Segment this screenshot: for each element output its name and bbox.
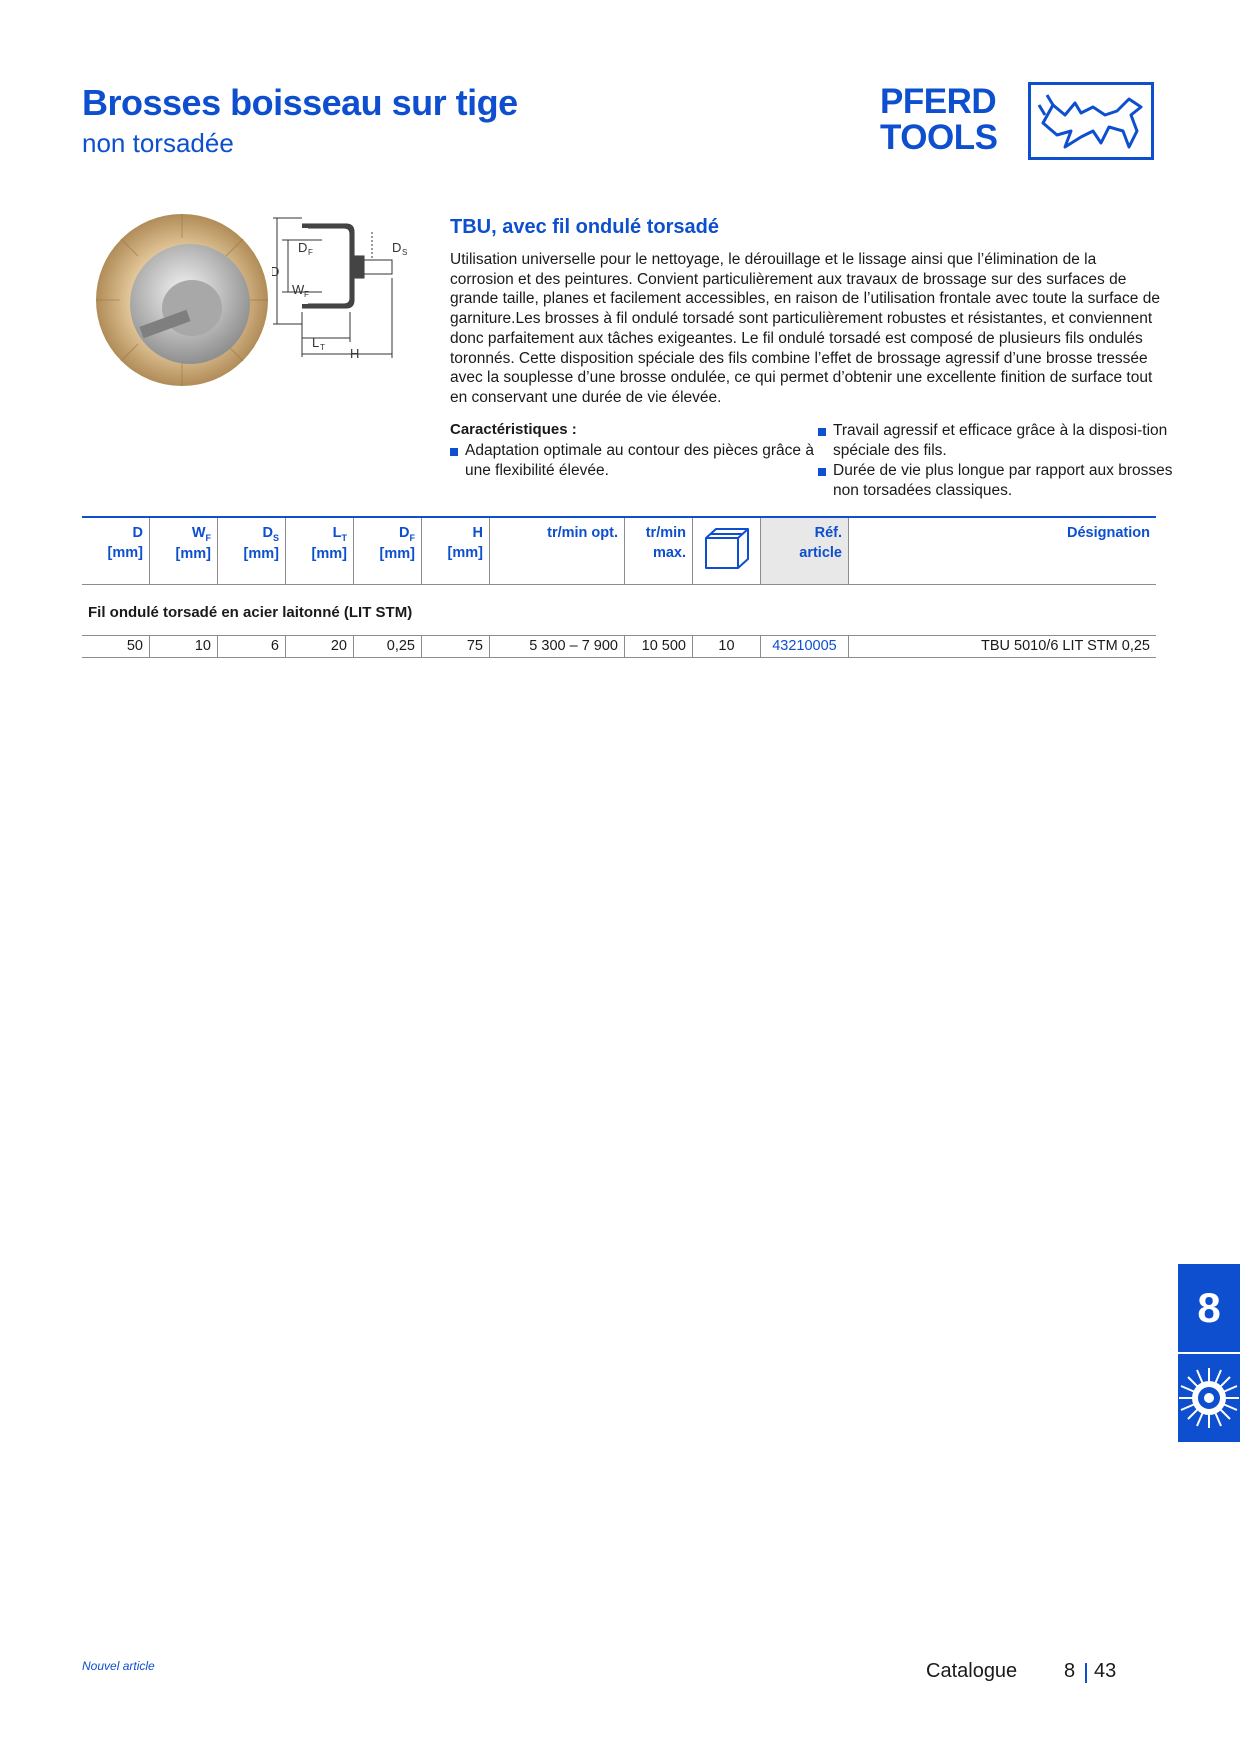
logo-line2: TOOLS (880, 118, 998, 157)
header-rpm-opt: tr/min opt. (490, 518, 625, 584)
characteristics-title: Caractéristiques : (450, 421, 577, 438)
cell-package-qty: 10 (693, 636, 761, 657)
header-h: H[mm] (422, 518, 490, 584)
horse-icon (1028, 82, 1154, 160)
cell-rpm-max: 10 500 (625, 636, 693, 657)
diagram-label-df: D (298, 240, 307, 255)
footer-separator (1085, 1663, 1087, 1683)
table-group-header: Fil ondulé torsadé en acier laitonné (LI… (82, 585, 1156, 635)
header-designation: Désignation (1067, 525, 1150, 541)
cell-ref-link[interactable]: 43210005 (761, 636, 849, 657)
page-title: Brosses boisseau sur tige (82, 82, 518, 123)
logo-line1: PFERD (880, 82, 997, 121)
dimension-diagram: D D F D S W F L T H (270, 212, 422, 367)
page-subtitle: non torsadée (82, 128, 234, 158)
package-icon (705, 528, 749, 569)
chapter-tab[interactable]: 8 (1178, 1264, 1240, 1352)
footer-chapter: 8 (1064, 1660, 1076, 1682)
header-df: DF[mm] (354, 518, 422, 584)
group-title: Fil ondulé torsadé en acier laitonné (LI… (88, 604, 413, 621)
product-description: Utilisation universelle pour le nettoyag… (450, 251, 1160, 406)
characteristic-item: Adaptation optimale au contour des pièce… (450, 441, 825, 480)
diagram-label-wf: W (292, 282, 305, 297)
header-ds: DS[mm] (218, 518, 286, 584)
header-d: D[mm] (82, 518, 150, 584)
characteristic-item: Travail agressif et efficace grâce à la … (818, 421, 1178, 460)
cell-df: 0,25 (354, 636, 422, 657)
diagram-label-ds: D (392, 240, 401, 255)
cell-d: 50 (82, 636, 150, 657)
cell-wf: 10 (150, 636, 218, 657)
table-row: 50 10 6 20 0,25 75 5 300 – 7 900 10 500 … (82, 635, 1156, 658)
pferd-logo: PFERD TOOLS (880, 82, 1160, 166)
cell-ds: 6 (218, 636, 286, 657)
header-package (693, 518, 761, 584)
header-lt: LT[mm] (286, 518, 354, 584)
cell-rpm-opt: 5 300 – 7 900 (490, 636, 625, 657)
cell-h: 75 (422, 636, 490, 657)
diagram-label-lt-sub: T (320, 343, 325, 352)
product-table: D[mm] WF[mm] DS[mm] LT[mm] DF[mm] H[mm] … (82, 516, 1156, 658)
product-image (82, 208, 272, 398)
header-ref: Réf.article (761, 518, 849, 584)
table-header: D[mm] WF[mm] DS[mm] LT[mm] DF[mm] H[mm] … (82, 516, 1156, 585)
footer-catalogue: Catalogue (926, 1660, 1018, 1682)
diagram-label-lt: L (312, 335, 319, 350)
diagram-label-d: D (272, 264, 279, 279)
footer-page-number: 43 (1094, 1660, 1117, 1682)
characteristic-item: Durée de vie plus longue par rapport aux… (818, 461, 1178, 500)
header-wf: WF[mm] (150, 518, 218, 584)
brush-disc-icon (1178, 1354, 1240, 1442)
diagram-label-ds-sub: S (402, 248, 407, 257)
logo-text: PFERD TOOLS (880, 82, 998, 157)
diagram-label-df-sub: F (308, 248, 313, 257)
cell-lt: 20 (286, 636, 354, 657)
footer-note: Nouvel article (82, 1659, 155, 1673)
diagram-label-wf-sub: F (304, 290, 309, 299)
diagram-label-h: H (350, 346, 359, 361)
cell-designation: TBU 5010/6 LIT STM 0,25 (981, 638, 1150, 654)
product-title: TBU, avec fil ondulé torsadé (450, 216, 719, 238)
